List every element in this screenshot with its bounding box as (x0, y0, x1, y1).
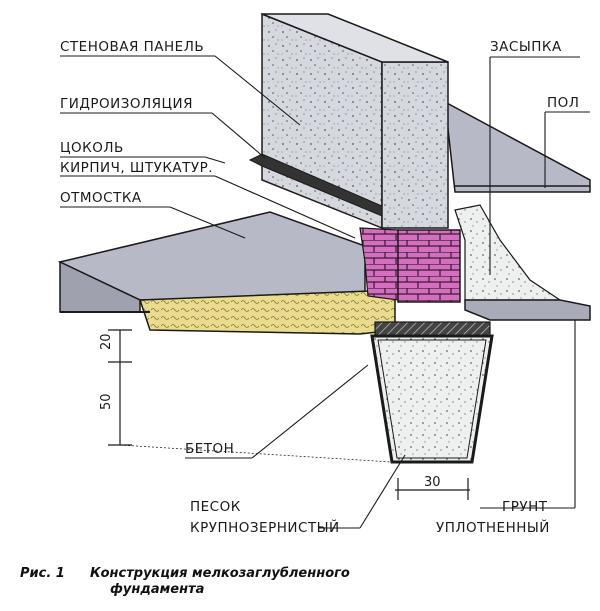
caption-title-line2: фундамента (110, 582, 205, 597)
label-wall-panel: СТЕНОВАЯ ПАНЕЛЬ (60, 39, 204, 55)
figure-caption: Рис. 1 Конструкция мелкозаглубленного фун… (20, 566, 350, 598)
footing-waterproofing (374, 321, 491, 337)
dimension-20: 20 (99, 333, 114, 350)
label-soil-line1: ГРУНТ (502, 499, 548, 515)
label-sand-line2: КРУПНОЗЕРНИСТЫЙ (190, 518, 340, 536)
caption-title-line1: Конструкция мелкозаглубленного (90, 566, 350, 581)
label-floor: ПОЛ (547, 95, 579, 111)
inner-slab (464, 299, 591, 321)
concrete-footing-inner (377, 339, 487, 459)
caption-number: Рис. 1 (20, 566, 65, 581)
dimension-30: 30 (424, 475, 441, 490)
backfill (454, 204, 562, 301)
waterproofing-strip (248, 153, 383, 217)
brick-plinth-front (397, 229, 461, 303)
label-plinth-material: КИРПИЧ, ШТУКАТУР. (60, 160, 213, 176)
label-blind-area: ОТМОСТКА (60, 190, 142, 206)
label-plinth: ЦОКОЛЬ (60, 140, 124, 156)
wall-panel-top (261, 13, 449, 63)
foundation-diagram: СТЕНОВАЯ ПАНЕЛЬ ГИДРОИЗОЛЯЦИЯ ЦОКОЛЬ КИР… (57, 12, 591, 536)
wall-panel-front (381, 61, 449, 229)
label-backfill: ЗАСЫПКА (490, 39, 562, 55)
floor-slab (444, 100, 591, 193)
label-sand-line1: ПЕСОК (190, 499, 241, 515)
dimension-50: 50 (99, 393, 114, 410)
label-waterproofing: ГИДРОИЗОЛЯЦИЯ (60, 96, 193, 112)
brick-plinth-side (359, 227, 399, 301)
concrete-footing (370, 334, 494, 464)
dim-extension-bottom (119, 444, 393, 463)
leader-lines (60, 55, 590, 529)
label-concrete: БЕТОН (185, 441, 234, 457)
label-soil-line2: УПЛОТНЕННЫЙ (436, 518, 550, 536)
